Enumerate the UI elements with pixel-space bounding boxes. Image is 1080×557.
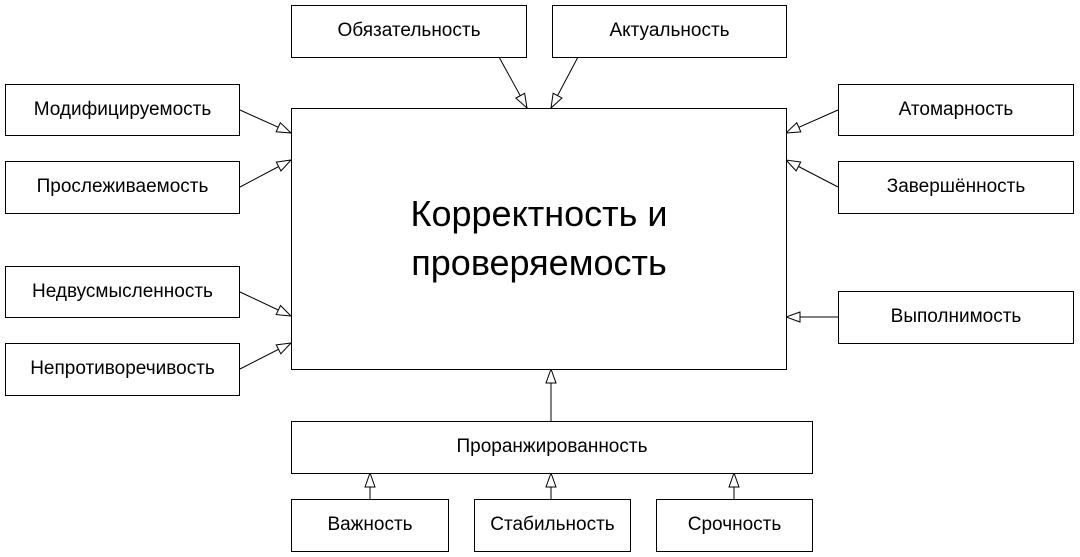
main-node: Корректность и проверяемость: [291, 108, 787, 370]
node-modifiability-label: Модифицируемость: [33, 98, 212, 120]
node-urgency-label: Срочность: [687, 514, 782, 536]
arrow-obligatoriness: [498, 56, 527, 108]
node-actuality-label: Актуальность: [609, 20, 730, 42]
node-unambiguity-label: Недвусмысленность: [32, 280, 213, 302]
node-importance: Важность: [291, 499, 449, 552]
node-obligatoriness-label: Обязательность: [337, 20, 481, 42]
node-ranking-label: Проранжированность: [456, 436, 648, 458]
node-feasibility: Выполнимость: [838, 291, 1074, 344]
node-urgency: Срочность: [656, 499, 813, 552]
arrow-actuality: [551, 56, 579, 108]
arrow-unambiguity: [239, 291, 291, 316]
node-actuality: Актуальность: [552, 5, 787, 58]
node-stability: Стабильность: [474, 499, 631, 552]
node-stability-label: Стабильность: [490, 514, 615, 536]
node-completeness-label: Завершённость: [886, 176, 1026, 198]
arrow-consistency: [239, 343, 291, 370]
node-modifiability: Модифицируемость: [5, 84, 240, 136]
arrow-modifiability: [239, 109, 291, 133]
node-traceability: Прослеживаемость: [5, 161, 240, 214]
node-feasibility-label: Выполнимость: [890, 306, 1022, 328]
node-completeness: Завершённость: [838, 161, 1074, 214]
node-importance-label: Важность: [327, 514, 413, 536]
node-ranking: Проранжированность: [291, 421, 813, 474]
node-atomicity: Атомарность: [838, 84, 1074, 136]
node-traceability-label: Прослеживаемость: [36, 176, 209, 198]
node-atomicity-label: Атомарность: [898, 98, 1014, 120]
arrow-atomicity: [786, 109, 839, 133]
node-obligatoriness: Обязательность: [291, 5, 527, 58]
node-consistency-label: Непротиворечивость: [30, 358, 215, 380]
arrow-completeness: [786, 160, 839, 188]
node-unambiguity: Недвусмысленность: [5, 266, 240, 318]
node-consistency: Непротиворечивость: [5, 343, 240, 396]
arrow-traceability: [239, 160, 291, 188]
main-node-label: Корректность и проверяемость: [410, 193, 668, 283]
